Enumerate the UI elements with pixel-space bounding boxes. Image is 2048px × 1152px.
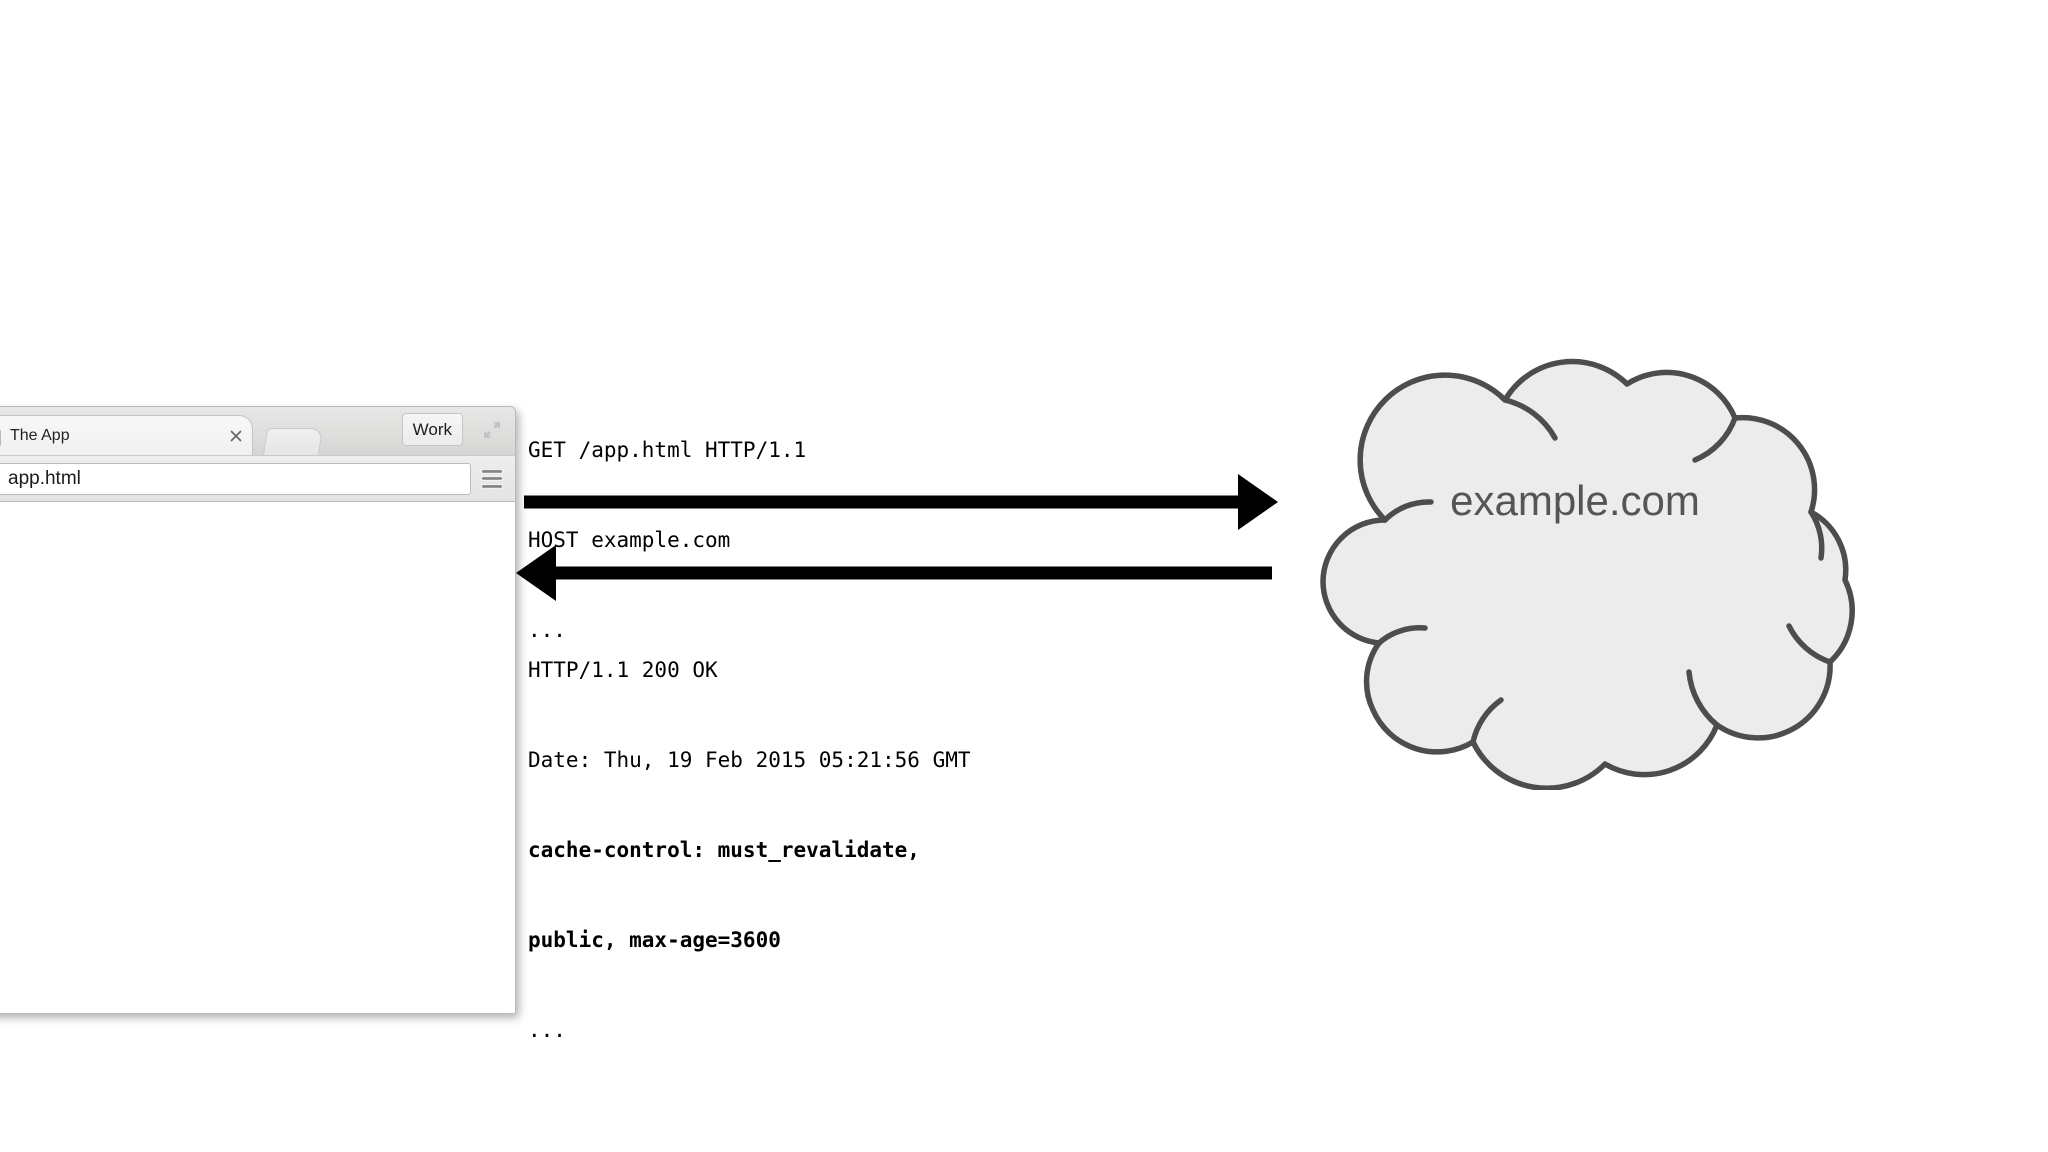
request-line: GET /app.html HTTP/1.1 xyxy=(528,438,807,462)
menu-bar-2 xyxy=(481,476,503,481)
http-response-text: HTTP/1.1 200 OK Date: Thu, 19 Feb 2015 0… xyxy=(528,595,971,1105)
response-line: Date: Thu, 19 Feb 2015 05:21:56 GMT xyxy=(528,748,971,772)
http-request-text: GET /app.html HTTP/1.1 HOST example.com … xyxy=(528,375,806,705)
server-cloud xyxy=(1265,290,1885,795)
profile-button[interactable]: Work xyxy=(401,413,463,446)
browser-tab-title: The App xyxy=(10,427,70,444)
hamburger-menu-icon[interactable] xyxy=(479,468,505,490)
fullscreen-expand-icon[interactable] xyxy=(479,417,505,443)
request-arrow xyxy=(524,474,1278,530)
response-line-cache-control-cont: public, max-age=3600 xyxy=(528,928,781,952)
request-line: ... xyxy=(528,618,566,642)
browser-tab[interactable]: The App xyxy=(0,415,253,455)
browser-window: The App Work xyxy=(0,406,516,1014)
request-line: HOST example.com xyxy=(528,528,731,552)
address-bar[interactable]: app.html xyxy=(0,462,471,495)
response-line: ... xyxy=(528,1018,566,1042)
response-line: HTTP/1.1 200 OK xyxy=(528,658,718,682)
response-arrow xyxy=(516,545,1272,601)
browser-toolbar: app.html xyxy=(0,456,515,502)
server-label: example.com xyxy=(1450,477,1700,524)
page-viewport xyxy=(0,502,515,1013)
menu-bar-1 xyxy=(481,468,503,474)
close-icon[interactable] xyxy=(228,428,244,444)
browser-tab-strip: The App Work xyxy=(0,407,515,456)
menu-bar-3 xyxy=(481,483,503,489)
response-line-cache-control: cache-control: must_revalidate, xyxy=(528,838,920,862)
address-bar-value: app.html xyxy=(8,468,81,489)
new-tab-button[interactable] xyxy=(262,428,324,455)
document-icon xyxy=(0,425,1,446)
